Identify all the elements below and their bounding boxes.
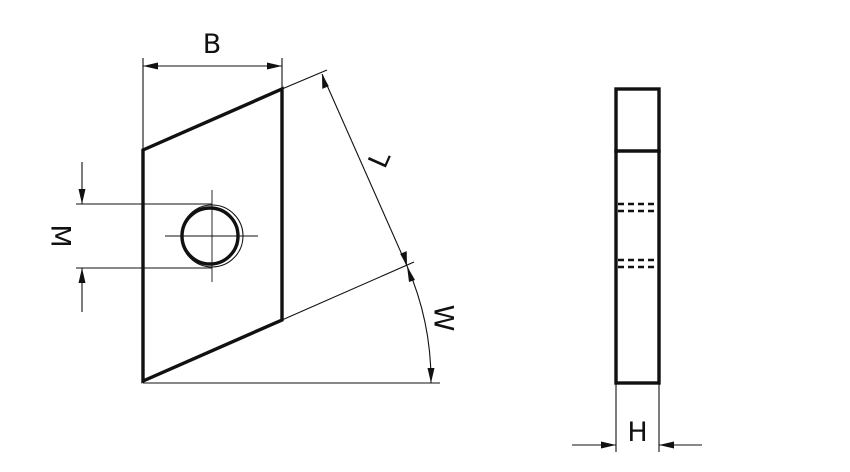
m-label: M (45, 224, 76, 247)
dimension-b: B (142, 29, 283, 150)
w-angle-arc (406, 265, 432, 384)
dimension-l: L (281, 69, 415, 321)
l-extension-bottom (281, 261, 415, 321)
dimension-h: H (572, 383, 702, 452)
w-arrow-top (407, 266, 415, 282)
m-arrow-bottom (78, 268, 86, 283)
l-dimension-line (321, 73, 408, 267)
hidden-hole-lines (618, 202, 659, 269)
b-arrow-right (267, 62, 282, 70)
l-label: L (363, 146, 397, 172)
l-arrow-bottom (400, 251, 407, 266)
side-view (614, 87, 661, 385)
w-arrow-bottom (427, 368, 435, 383)
w-label: W (428, 305, 459, 332)
dimension-m: M (45, 162, 212, 312)
h-arrow-left (601, 441, 616, 449)
b-arrow-left (143, 62, 158, 70)
m-arrow-top (78, 189, 86, 204)
h-label: H (627, 417, 647, 448)
dimension-w: W (143, 265, 459, 384)
mounting-hole (165, 190, 258, 282)
front-view (141, 86, 284, 384)
l-arrow-top (322, 74, 329, 89)
l-extension-top (281, 69, 328, 90)
h-arrow-right (659, 441, 674, 449)
side-outline (614, 87, 661, 385)
b-label: B (203, 29, 222, 60)
insert-outline (141, 86, 284, 384)
